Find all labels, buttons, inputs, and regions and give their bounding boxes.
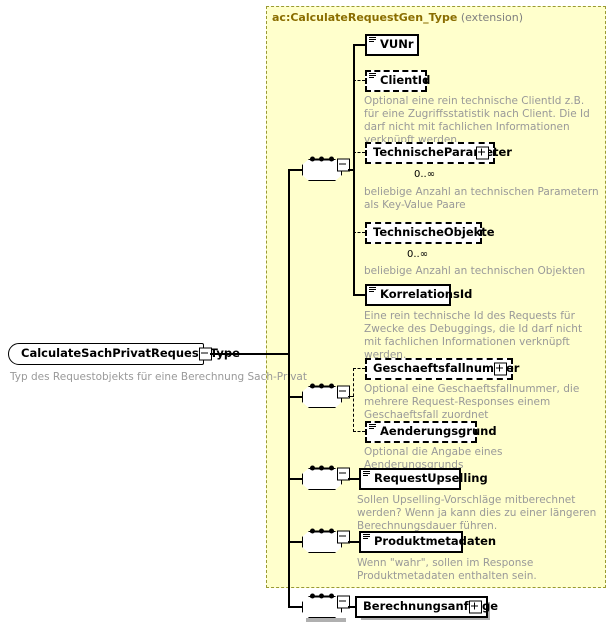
element-korrelationsid-doc: Eine rein technische Id des Requests für…	[364, 310, 583, 361]
seq4-dots-icon	[310, 528, 334, 534]
seq2-octagon	[302, 386, 342, 408]
element-korrelationsid-label: KorrelationsId	[380, 287, 473, 302]
element-korrelationsid[interactable]: KorrelationsId	[365, 284, 472, 308]
trunk-to-seq1-line	[288, 169, 302, 171]
trunk-to-seq2-line	[288, 396, 302, 398]
seq5-out-line	[348, 606, 356, 608]
technischeparameter-branch-line	[353, 152, 365, 153]
element-vunr-label: VUNr	[380, 37, 414, 52]
root-documentation: Typ des Requestobjekts für eine Berechnu…	[10, 371, 307, 383]
attributes-icon	[369, 73, 376, 79]
geschaeftsfallnummer-branch-line	[353, 368, 365, 369]
element-berechnungsanfrage[interactable]: Berechnungsanfrage	[355, 596, 498, 620]
attributes-icon	[369, 37, 376, 43]
element-aenderungsgrund-label: Aenderungsgrund	[380, 424, 497, 439]
seq4-octagon	[302, 531, 342, 553]
clientid-branch-line	[353, 80, 365, 81]
seq3-dots-icon	[310, 465, 334, 471]
element-technischeparameter-label: TechnischeParameter	[373, 145, 512, 160]
element-produktmetadaten-label: Produktmetadaten	[374, 534, 497, 549]
seq1-octagon	[302, 159, 342, 181]
element-vunr[interactable]: VUNr	[365, 34, 421, 58]
berechnungsanfrage-expander-plus[interactable]	[469, 600, 482, 614]
element-technischeobjekte-label: TechnischeObjekte	[373, 225, 495, 240]
seq3-expander-minus[interactable]	[337, 467, 350, 481]
element-aenderungsgrund[interactable]: Aenderungsgrund	[365, 421, 497, 445]
technischeparameter-cardinality: 0..∞	[414, 169, 436, 180]
element-clientid[interactable]: ClientId	[365, 70, 430, 94]
seq5-shadow	[306, 618, 346, 622]
main-trunk-line	[288, 170, 290, 606]
element-produktmetadaten-doc: Wenn "wahr", sollen im Response Produktm…	[357, 557, 537, 582]
seq1-out-line	[348, 169, 354, 171]
element-clientid-doc: Optional eine rein technische ClientId z…	[364, 95, 590, 146]
seq1-dots-icon	[310, 156, 334, 162]
technischeobjekte-branch-line	[353, 232, 365, 233]
technischeobjekte-cardinality: 0..∞	[407, 249, 429, 260]
attributes-icon	[369, 287, 376, 293]
root-to-trunk-line	[210, 353, 288, 355]
attributes-icon	[363, 471, 370, 477]
seq5-expander-minus[interactable]	[337, 595, 350, 609]
seq5-octagon	[302, 596, 342, 618]
group2-child-spine	[353, 368, 354, 432]
korrelationsid-branch-line	[353, 294, 365, 296]
trunk-to-seq5-line	[288, 606, 302, 608]
seq5-dots-icon	[310, 593, 334, 599]
element-requestupselling[interactable]: RequestUpselling	[359, 468, 488, 492]
root-type-label: CalculateSachPrivatRequest_Type	[21, 346, 240, 361]
root-type-node[interactable]: CalculateSachPrivatRequest_Type	[8, 343, 240, 365]
element-clientid-label: ClientId	[380, 73, 431, 88]
element-geschaeftsfallnummer-doc: Optional eine Geschaeftsfallnummer, die …	[364, 383, 580, 421]
attributes-icon	[363, 534, 370, 540]
seq3-out-line	[348, 478, 360, 480]
element-produktmetadaten[interactable]: Produktmetadaten	[359, 531, 496, 555]
element-requestupselling-label: RequestUpselling	[374, 471, 488, 486]
attributes-icon	[369, 424, 376, 430]
technischeparameter-expander-plus[interactable]	[476, 146, 489, 160]
element-geschaeftsfallnummer-label: Geschaeftsfallnummer	[373, 361, 520, 376]
seq3-octagon	[302, 468, 342, 490]
extension-kind-label: (extension)	[460, 11, 524, 24]
extension-type-label: ac:CalculateRequestGen_Type (extension)	[272, 11, 523, 24]
seq1-expander-minus[interactable]	[337, 158, 350, 172]
element-geschaeftsfallnummer[interactable]: Geschaeftsfallnummer	[365, 358, 519, 382]
seq4-out-line	[348, 541, 360, 543]
element-technischeparameter-doc: beliebige Anzahl an technischen Paramete…	[364, 186, 599, 211]
aenderungsgrund-branch-line	[353, 431, 365, 432]
vunr-branch-line	[353, 44, 365, 46]
trunk-to-seq3-line	[288, 478, 302, 480]
element-technischeparameter[interactable]: TechnischeParameter	[365, 142, 512, 166]
element-berechnungsanfrage-label: Berechnungsanfrage	[363, 599, 499, 614]
geschaeftsfallnummer-expander-plus[interactable]	[494, 362, 507, 376]
seq4-expander-minus[interactable]	[337, 530, 350, 544]
seq2-dots-icon	[310, 383, 334, 389]
trunk-to-seq4-line	[288, 541, 302, 543]
element-requestupselling-doc: Sollen Upselling-Vorschläge mitberechnet…	[357, 494, 597, 532]
seq2-out-line	[348, 396, 354, 397]
seq2-expander-minus[interactable]	[337, 385, 350, 399]
extension-type-name: ac:CalculateRequestGen_Type	[272, 11, 458, 24]
element-technischeobjekte[interactable]: TechnischeObjekte	[365, 222, 495, 246]
element-technischeobjekte-doc: beliebige Anzahl an technischen Objekten	[364, 265, 586, 277]
group1-child-spine	[353, 44, 355, 295]
